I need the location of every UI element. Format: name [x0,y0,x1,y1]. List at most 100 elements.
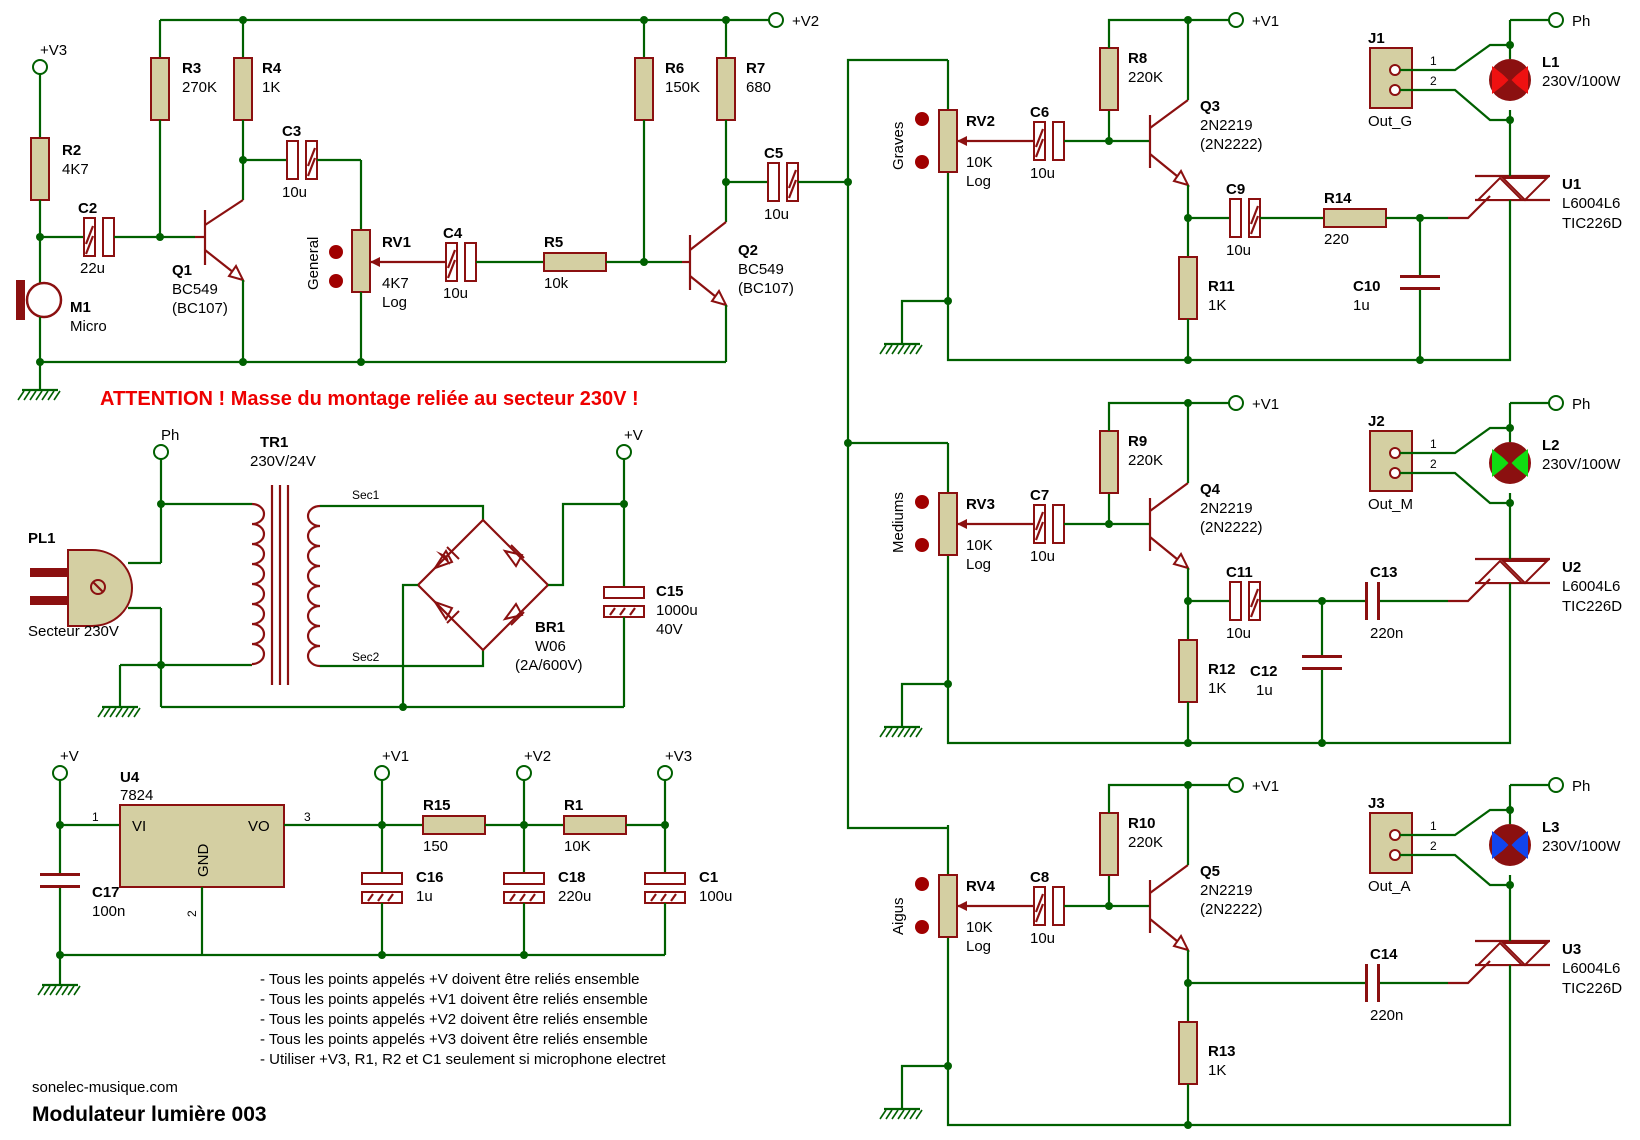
TR1-transformer [161,485,321,685]
C16-val: 1u [416,888,433,905]
R7-resistor [716,57,736,121]
U4-ref: U4 [120,769,140,786]
lamp-ref: L3 [1542,819,1560,836]
U4-pin1: 1 [92,810,99,824]
cap-ref: C10 [1353,278,1381,295]
BR1-bridge [416,518,550,652]
v1-label: +V1 [1252,778,1279,795]
triac [1448,939,1550,985]
pot-side: Mediums [890,492,907,553]
RV1-side: General [305,237,322,290]
pin-label: 1 [1430,819,1437,833]
lamp-fill [1492,449,1510,477]
channel-1: GravesRV210KLogC610u+V1R8220KQ32N2219(2N… [878,12,1622,364]
C3-val: 10u [282,184,307,201]
ground-symbol [16,378,62,402]
transistor-alt: (2N2222) [1200,901,1263,918]
C5-capacitor [767,162,780,202]
triac-val: L6004L6 [1562,195,1620,212]
psu-section: Ph PL1 Secteur 230V TR1 230V/24V Sec1 Se… [28,427,698,719]
preamp-section: +V2 +V3 R2 4K7 M1 Micro C2 22u R3 270K R… [16,12,852,402]
U4-vo: VO [248,818,270,835]
lamp-val: 230V/100W [1542,838,1621,855]
triac-ref: U3 [1562,941,1581,958]
v1-terminal [1228,777,1244,793]
cap-val: 10u [1226,242,1251,259]
Q2-transistor [682,221,728,307]
R6-ref: R6 [665,60,684,77]
lamp-val: 230V/100W [1542,73,1621,90]
transistor-alt: (2N2222) [1200,519,1263,536]
C18-val: 220u [558,888,591,905]
bias-resistor [1099,430,1119,494]
cap-ref: C13 [1370,564,1398,581]
resistor-ref: R10 [1128,815,1156,832]
bias-resistor [1099,812,1119,876]
R7-val: 680 [746,79,771,96]
R3-ref: R3 [182,60,201,77]
R3-val: 270K [182,79,217,96]
phase-label: Ph [1572,396,1590,413]
resistor-ref: R13 [1208,1043,1236,1060]
pot-taper: Log [966,173,991,190]
output-connector [1369,812,1413,874]
C15-capacitor [603,586,645,599]
connector-ref: J3 [1368,795,1385,812]
note-line: - Tous les points appelés +V1 doivent êt… [260,991,648,1008]
C4-val: 10u [443,285,468,302]
v1-label: +V1 [1252,13,1279,30]
regulator-section: +V C17 100n VI VO GND 1 3 2 U4 7824 +V1 … [36,748,732,997]
transistor-ref: Q3 [1200,98,1220,115]
Q2-alt: (BC107) [738,280,794,297]
filter-capacitor [1400,275,1440,278]
PL1-val: Secteur 230V [28,623,119,640]
cap-ref: C6 [1030,104,1049,121]
cap-ref: C9 [1226,181,1245,198]
RV1-knob-dot [329,245,343,259]
v1-label-reg: +V1 [382,748,409,765]
triac-val: L6004L6 [1562,960,1620,977]
R3-resistor [150,57,170,121]
resistor-ref: R8 [1128,50,1147,67]
lamp-fill [1492,831,1510,859]
pot-knob-dot [915,920,929,934]
C1-val: 100u [699,888,732,905]
resistor-ref: R12 [1208,661,1236,678]
U4-val: 7824 [120,787,153,804]
cap-val: 10u [1030,930,1055,947]
RV1-potentiometer [351,229,371,293]
pin-label: 2 [1430,74,1437,88]
cap-ref: C12 [1250,663,1278,680]
Q1-alt: (BC107) [172,300,228,317]
schematic-title: Modulateur lumière 003 [32,1103,267,1126]
cap-ref: C14 [1370,946,1398,963]
R2-resistor [30,137,50,201]
resistor-val: 1K [1208,297,1226,314]
R7-ref: R7 [746,60,765,77]
resistor-ref: R14 [1324,190,1352,207]
BR1-ref: BR1 [535,619,565,636]
pot-ref: RV2 [966,113,995,130]
lamp-val: 230V/100W [1542,456,1621,473]
phase-terminal [1548,395,1564,411]
ground-symbol [878,715,924,739]
pot-resistor [938,492,958,556]
pin-label: 1 [1430,437,1437,451]
transistor-ref: Q4 [1200,481,1221,498]
triac-ref: U1 [1562,176,1581,193]
emitter-arrow [1172,552,1190,570]
connector-val: Out_A [1368,878,1411,895]
cap-val: 10u [1030,548,1055,565]
cap-ref: C8 [1030,869,1049,886]
warning-text: ATTENTION ! Masse du montage reliée au s… [100,388,639,410]
BR1-val: W06 [535,638,566,655]
v3-label-reg: +V3 [665,748,692,765]
transistor-alt: (2N2222) [1200,136,1263,153]
Q2-val: BC549 [738,261,784,278]
TR1-sec2: Sec2 [352,650,380,664]
C18-capacitor [503,872,545,885]
U4-pin3: 3 [304,810,311,824]
emitter-resistor [1178,639,1198,703]
connector-ref: J1 [1368,30,1385,47]
